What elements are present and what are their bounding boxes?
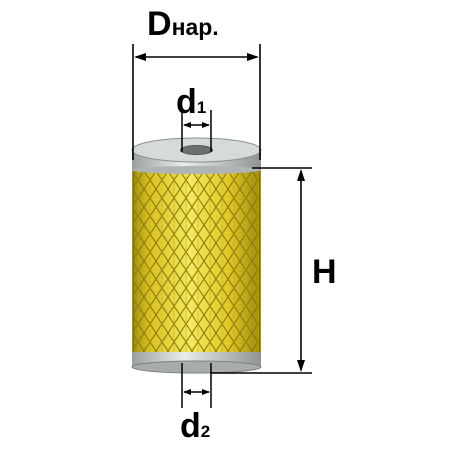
height-label: H — [312, 253, 337, 291]
d1-subscript: 1 — [196, 98, 207, 117]
outer-diameter-letter: D — [147, 5, 172, 43]
d2-label: d2 — [180, 409, 210, 443]
d2-subscript: 2 — [200, 422, 211, 441]
height-dimension — [210, 167, 312, 374]
bottom-cap — [131, 352, 262, 374]
outer-diameter-suffix: нар. — [171, 14, 219, 40]
d1-dimension — [181, 110, 212, 152]
outer-diameter-dimension — [132, 44, 261, 160]
outer-diameter-label: Dнар. — [147, 7, 219, 41]
d2-letter: d — [180, 407, 201, 445]
d2-dimension — [181, 363, 212, 408]
d1-label: d1 — [176, 85, 206, 119]
filter-body — [132, 168, 261, 365]
top-cap — [131, 137, 262, 174]
d1-letter: d — [176, 83, 197, 121]
